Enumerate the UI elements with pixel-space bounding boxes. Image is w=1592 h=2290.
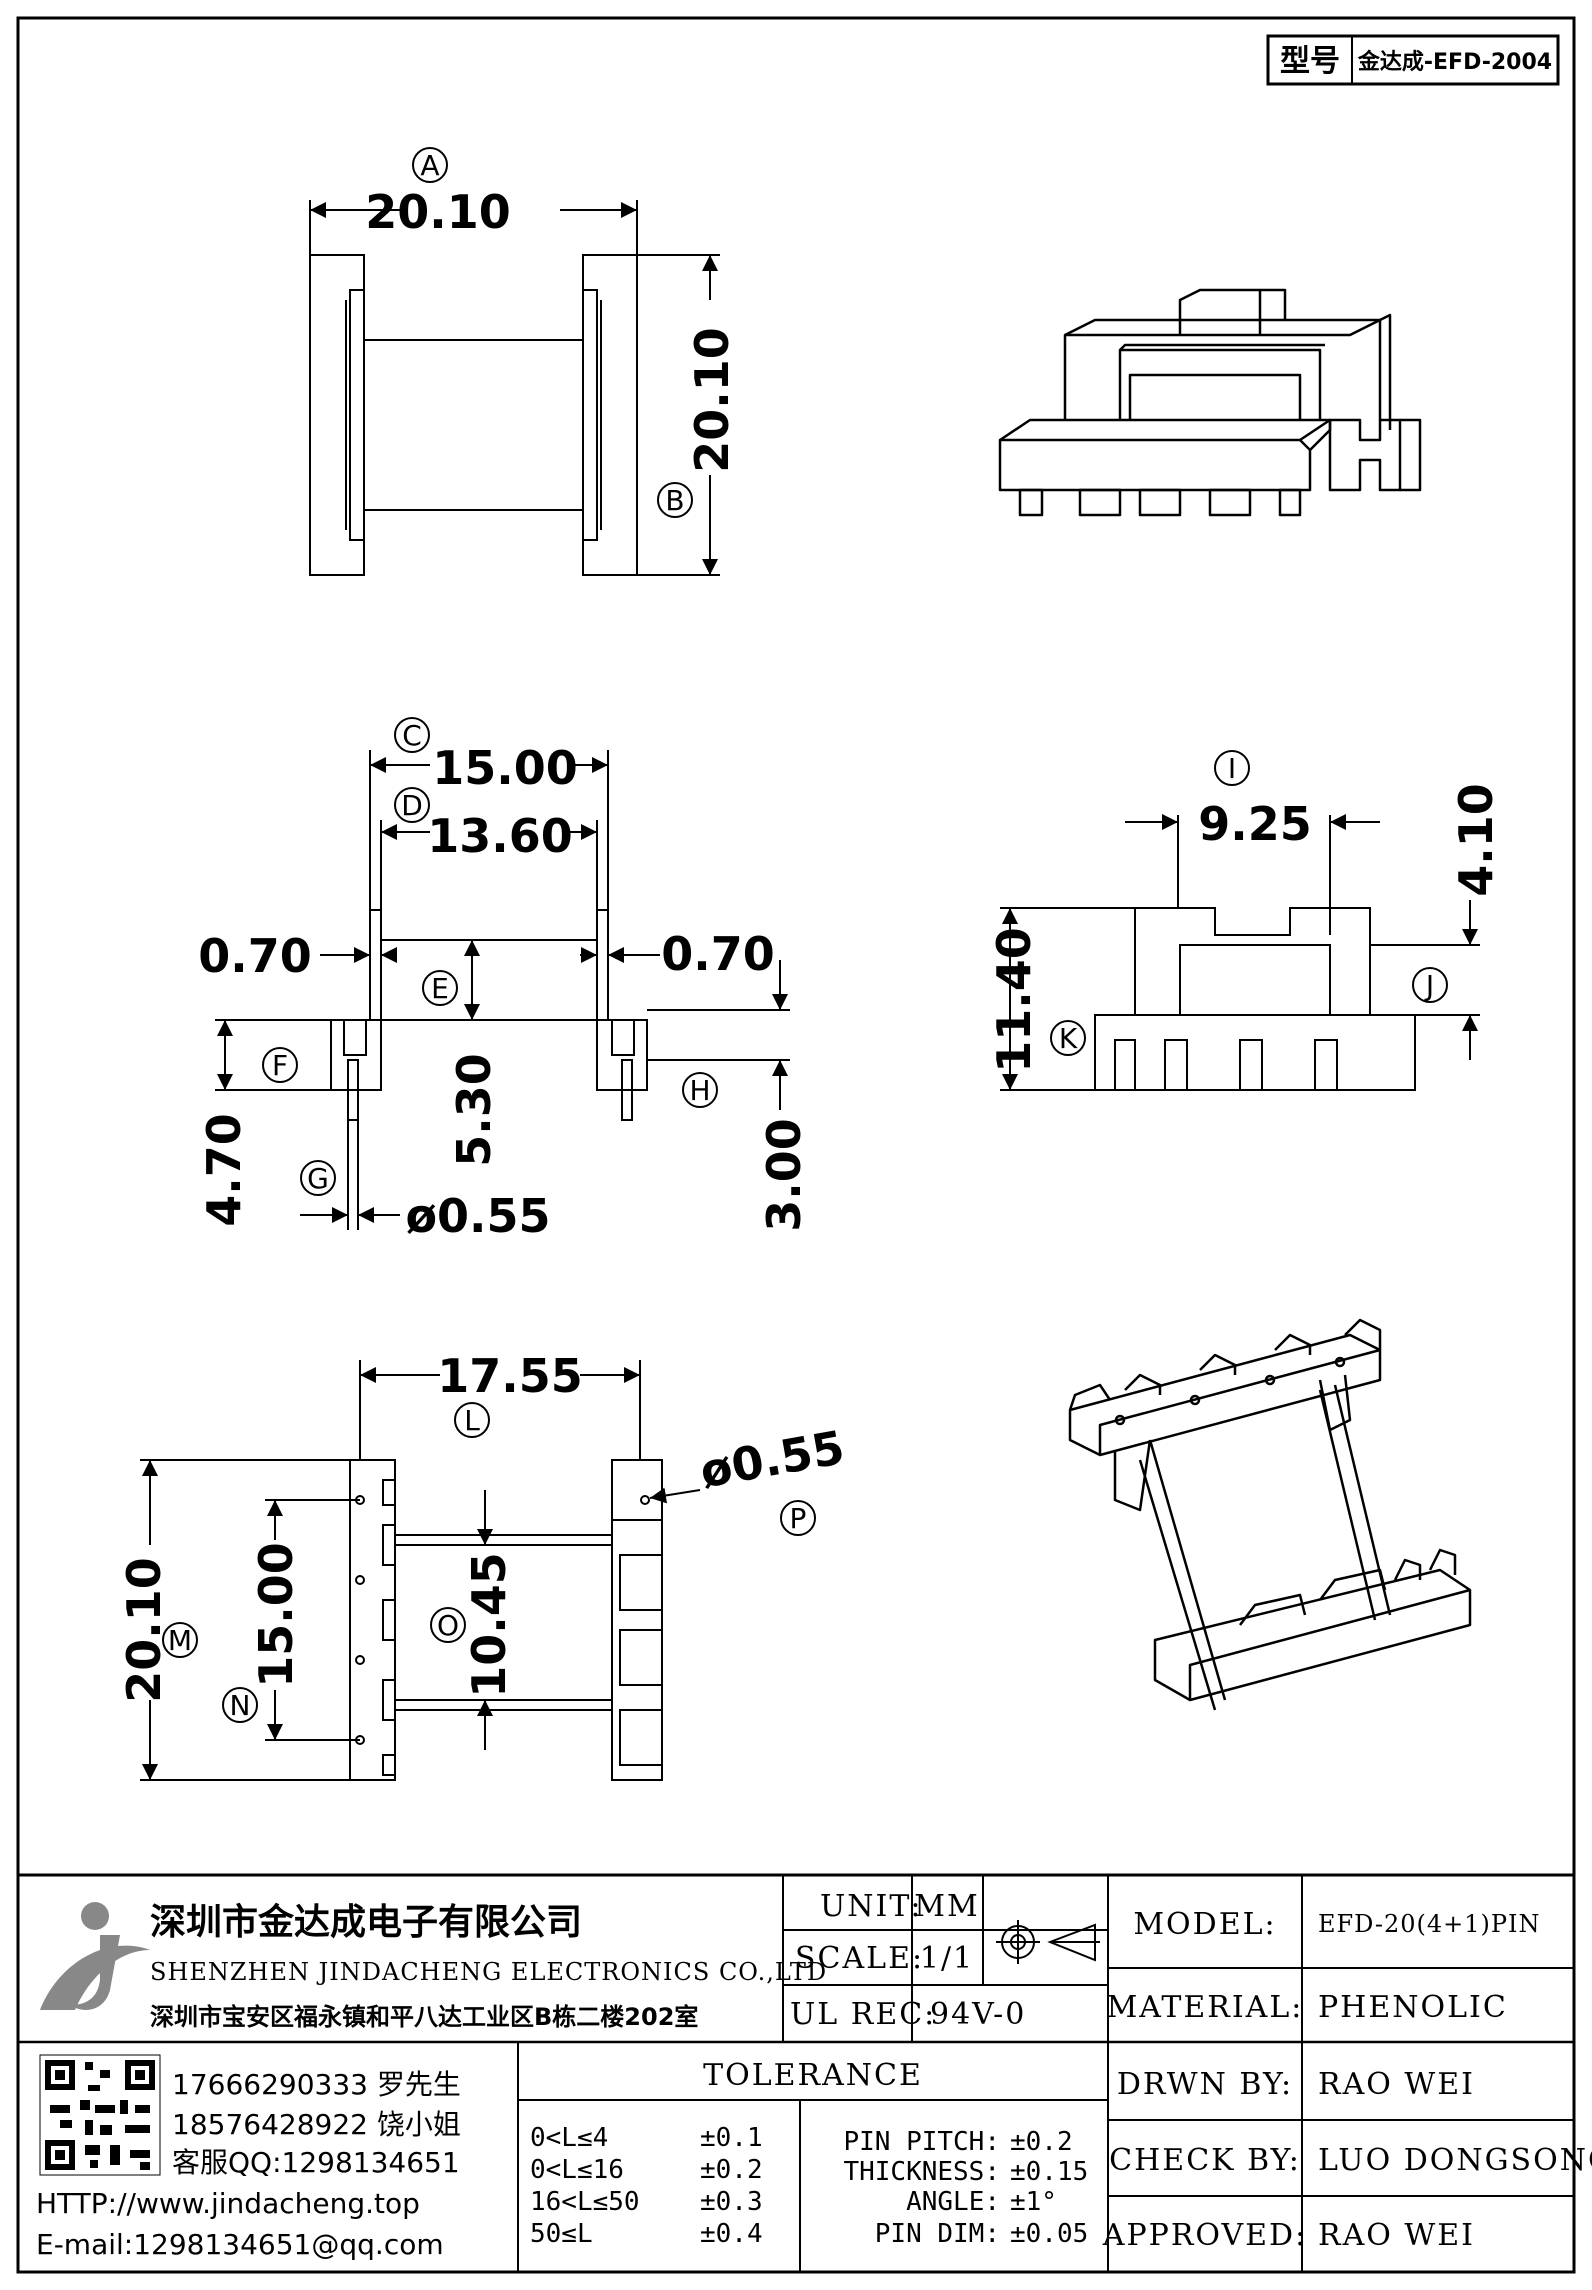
label-p: P [790,1502,807,1535]
tol-extra-value-1: ±0.2 [1010,2127,1073,2157]
iso-view-bottom [1068,1318,1472,1711]
ul-value: 94V-0 [930,1997,1026,2032]
dim-a: 20.10 [365,185,511,239]
model-value: EFD-20(4+1)PIN [1318,1910,1541,1938]
label-j: J [1424,969,1434,1002]
dim-right: 0.70 [661,927,775,981]
sheet-border [16,16,1576,2274]
tol-extra-value-3: ±1° [1010,2187,1057,2217]
contact-phone-2: 18576428922 饶小姐 [172,2108,461,2141]
dim-n: 15.00 [249,1542,303,1688]
scale-value: 1/1 [920,1941,974,1976]
label-e: E [431,972,449,1005]
label-m: M [168,1624,192,1657]
iso-view-top [998,288,1422,517]
label-b: B [665,484,684,517]
qr-code [39,2054,161,2176]
dim-g: ø0.55 [405,1189,550,1243]
tol-range-3: 16<L≤50 [530,2187,640,2217]
approved-label: APPROVED: [1102,2218,1307,2253]
drawn-label: DRWN BY: [1117,2067,1293,2102]
label-l: L [464,1404,480,1437]
title-block [18,1873,1574,2272]
label-o: O [437,1609,459,1642]
dim-f: 4.70 [197,1113,251,1227]
type-value: 金达成-EFD-2004 [1357,49,1552,75]
tol-extra-label-1: PIN PITCH: [843,2127,1000,2157]
model-header: 型号 金达成-EFD-2004 [1266,34,1560,86]
dim-c: 15.00 [432,741,578,795]
ul-label: UL REC: [790,1997,936,2032]
check-value: LUO DONGSONG [1318,2143,1592,2178]
scale-label: SCALE: [795,1941,924,1976]
dim-j: 4.10 [1449,783,1503,897]
unit-label: UNIT: [820,1889,922,1924]
label-i: I [1228,752,1236,785]
contact-phone-1: 17666290333 罗先生 [172,2068,461,2101]
label-n: N [230,1689,251,1722]
dim-m: 20.10 [117,1557,171,1703]
tol-extra-label-3: ANGLE: [906,2187,1000,2217]
contact-email: E-mail:1298134651@qq.com [36,2228,444,2261]
tol-range-4: 50≤L [530,2219,593,2249]
approved-value: RAO WEI [1318,2218,1475,2253]
tol-extra-label-2: THICKNESS: [843,2157,1000,2187]
contact-qq: 客服QQ:1298134651 [172,2146,460,2179]
tol-range-1: 0<L≤4 [530,2123,608,2153]
tol-extra-value-2: ±0.15 [1010,2157,1088,2187]
dim-h: 3.00 [757,1118,811,1232]
tol-extra-label-4: PIN DIM: [875,2219,1000,2249]
tolerance-title: TOLERANCE [703,2058,923,2093]
dim-e: 5.30 [447,1053,501,1167]
model-label: MODEL: [1133,1907,1276,1942]
drawn-value: RAO WEI [1318,2067,1475,2102]
dim-i: 9.25 [1198,797,1312,851]
company-logo [40,1902,150,2010]
label-d: D [401,789,423,822]
tol-range-2: 0<L≤16 [530,2155,624,2185]
contact-http: HTTP://www.jindacheng.top [36,2187,420,2220]
label-g: G [307,1162,329,1195]
material-value: PHENOLIC [1318,1990,1508,2025]
tol-value-2: ±0.2 [700,2155,763,2185]
label-a: A [420,149,439,182]
dim-left: 0.70 [198,929,312,983]
label-f: F [272,1049,288,1082]
front-view [215,717,790,1230]
tol-value-3: ±0.3 [700,2187,763,2217]
dim-d: 13.60 [427,809,573,863]
tol-value-4: ±0.4 [700,2219,763,2249]
company-name-cn: 深圳市金达成电子有限公司 [150,1901,582,1943]
dim-o: 10.45 [462,1552,516,1698]
label-k: K [1059,1022,1078,1055]
dim-l: 17.55 [437,1349,583,1403]
tol-extra-value-4: ±0.05 [1010,2219,1088,2249]
company-address: 深圳市宝安区福永镇和平八达工业区B栋二楼202室 [150,2003,698,2031]
label-h: H [689,1074,710,1107]
check-label: CHECK BY: [1109,2143,1301,2178]
bottom-view [140,1360,816,1781]
tol-value-1: ±0.1 [700,2123,763,2153]
unit-value: MM [914,1889,979,1924]
side-view [1000,750,1480,1091]
type-label: 型号 [1280,44,1340,79]
dim-p: ø0.55 [696,1420,848,1498]
dim-b: 20.10 [685,327,739,473]
label-c: C [402,719,422,752]
top-view [309,147,720,576]
company-name-en: SHENZHEN JINDACHENG ELECTRONICS CO.,LTD [150,1958,827,1986]
dim-k: 11.40 [987,927,1041,1073]
material-label: MATERIAL: [1107,1990,1304,2025]
